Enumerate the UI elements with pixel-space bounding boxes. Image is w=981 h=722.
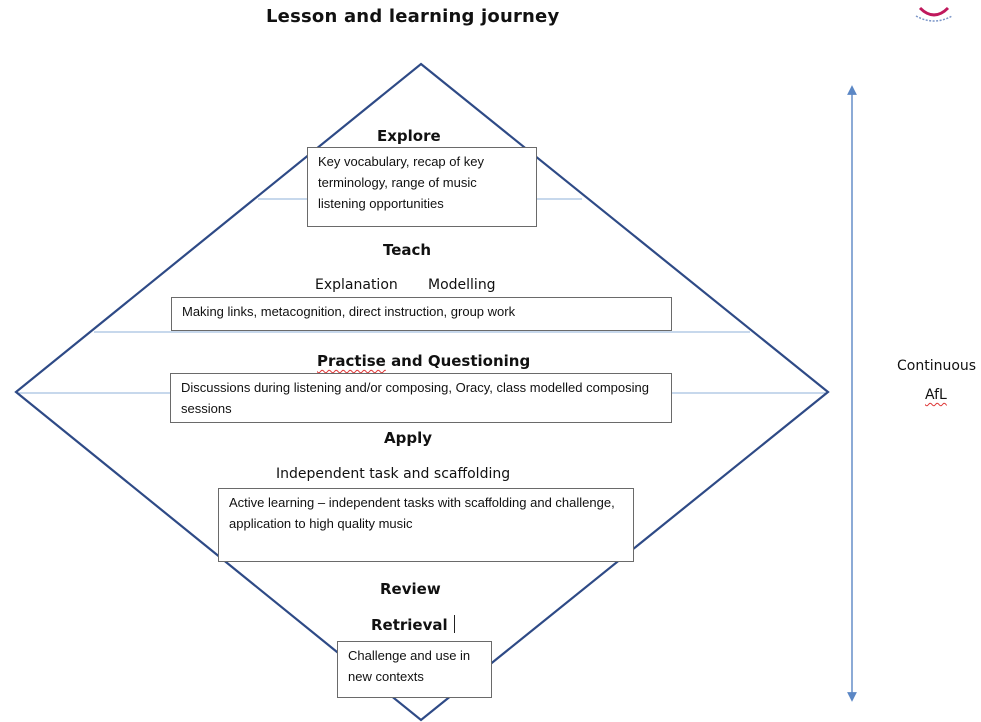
practise-heading-rest: and Questioning: [391, 352, 531, 370]
review-retrieval: Retrieval: [371, 615, 455, 634]
afl-text: AfL: [925, 387, 947, 403]
school-crest-icon: [912, 2, 956, 26]
continuous-label: Continuous: [897, 358, 977, 374]
journey-diamond: [14, 62, 830, 722]
practise-word: Practise: [317, 352, 386, 370]
teach-explanation-label: Explanation: [315, 277, 398, 293]
review-heading: Review: [380, 580, 441, 598]
afl-label: AfL: [925, 387, 947, 403]
review-box: Challenge and use in new contexts: [337, 641, 492, 698]
practise-heading: Practise and Questioning: [317, 352, 530, 370]
explore-heading: Explore: [377, 127, 441, 145]
practise-box: Discussions during listening and/or comp…: [170, 373, 672, 423]
teach-modelling-label: Modelling: [428, 277, 496, 293]
explore-box: Key vocabulary, recap of key terminology…: [307, 147, 537, 227]
text-cursor: [453, 615, 455, 633]
teach-heading: Teach: [383, 241, 432, 259]
apply-box: Active learning – independent tasks with…: [218, 488, 634, 562]
page-title: Lesson and learning journey: [266, 6, 560, 27]
apply-sub-label: Independent task and scaffolding: [276, 466, 511, 482]
teach-box: Making links, metacognition, direct inst…: [171, 297, 672, 331]
retrieval-label: Retrieval: [371, 616, 448, 634]
apply-heading: Apply: [384, 429, 433, 447]
